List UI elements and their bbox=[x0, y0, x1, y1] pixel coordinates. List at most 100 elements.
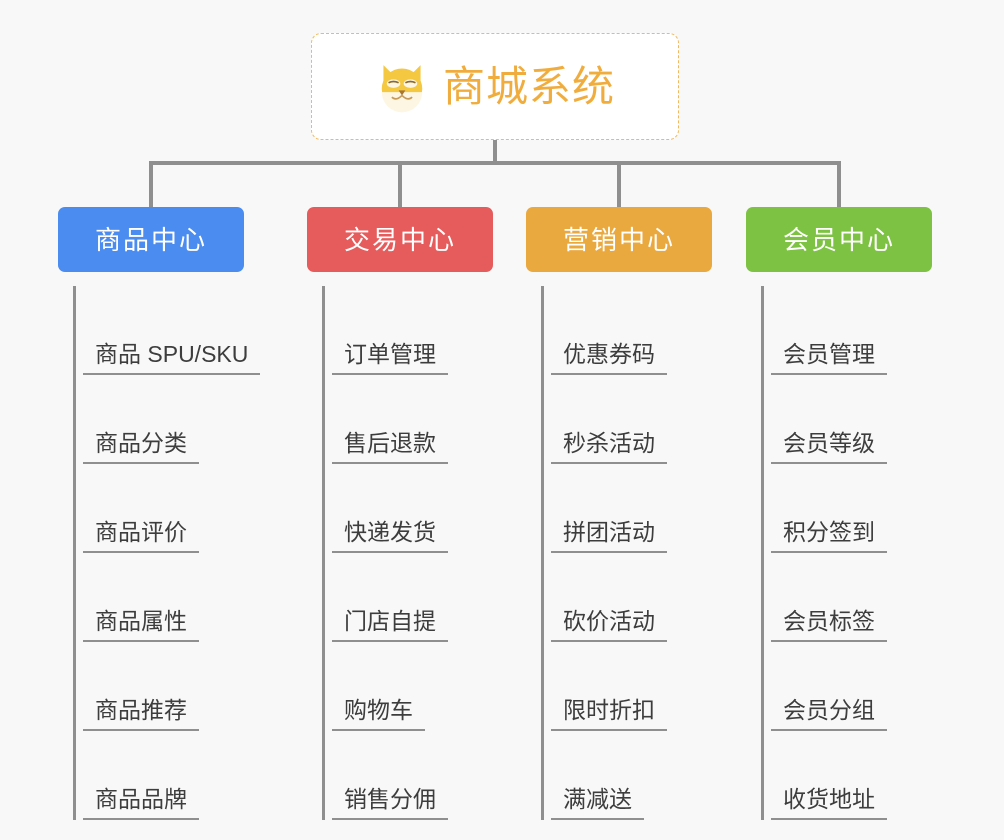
category-box-trade-center[interactable]: 交易中心 bbox=[307, 207, 493, 272]
leaf-item[interactable]: 秒杀活动 bbox=[541, 375, 712, 464]
leaf-underline: 商品推荐 bbox=[83, 696, 199, 731]
column-spine bbox=[73, 286, 76, 820]
leaf-item[interactable]: 会员管理 bbox=[761, 286, 932, 375]
category-label: 商品中心 bbox=[94, 224, 207, 255]
leaf-list-product-center: 商品 SPU/SKU 商品分类商品评价商品属性商品推荐商品品牌 bbox=[58, 286, 261, 820]
root-stem bbox=[493, 140, 497, 165]
column-spine bbox=[761, 286, 764, 820]
branch-drop-product-center bbox=[149, 161, 153, 207]
leaf-label: 商品推荐 bbox=[95, 696, 187, 723]
root-title: 商城系统 bbox=[442, 62, 615, 110]
leaf-item[interactable]: 满减送 bbox=[541, 731, 712, 820]
leaf-item[interactable]: 订单管理 bbox=[322, 286, 493, 375]
leaf-underline: 限时折扣 bbox=[551, 696, 667, 731]
leaf-label: 售后退款 bbox=[344, 429, 436, 456]
leaf-underline: 满减送 bbox=[551, 785, 644, 820]
leaf-label: 限时折扣 bbox=[563, 696, 655, 723]
branch-drop-trade-center bbox=[398, 161, 402, 207]
leaf-underline: 优惠券码 bbox=[551, 340, 667, 375]
leaf-label: 会员等级 bbox=[783, 429, 875, 456]
leaf-label: 拼团活动 bbox=[563, 518, 655, 545]
leaf-item[interactable]: 商品品牌 bbox=[73, 731, 244, 820]
leaf-item[interactable]: 商品 SPU/SKU bbox=[73, 286, 261, 375]
leaf-item[interactable]: 商品推荐 bbox=[73, 642, 244, 731]
leaf-item[interactable]: 销售分佣 bbox=[322, 731, 493, 820]
leaf-item[interactable]: 商品属性 bbox=[73, 553, 244, 642]
leaf-underline: 门店自提 bbox=[332, 607, 448, 642]
leaf-item[interactable]: 门店自提 bbox=[322, 553, 493, 642]
leaf-underline: 商品评价 bbox=[83, 518, 199, 553]
category-label: 会员中心 bbox=[782, 224, 895, 255]
leaf-label: 秒杀活动 bbox=[563, 429, 655, 456]
leaf-underline: 商品品牌 bbox=[83, 785, 199, 820]
leaf-label: 订单管理 bbox=[344, 340, 436, 367]
leaf-underline: 积分签到 bbox=[771, 518, 887, 553]
leaf-underline: 快递发货 bbox=[332, 518, 448, 553]
category-box-marketing-center[interactable]: 营销中心 bbox=[526, 207, 712, 272]
leaf-label: 销售分佣 bbox=[344, 785, 436, 812]
category-label: 营销中心 bbox=[562, 224, 675, 255]
leaf-label: 满减送 bbox=[563, 785, 632, 812]
category-label: 交易中心 bbox=[343, 224, 456, 255]
leaf-label: 会员管理 bbox=[783, 340, 875, 367]
leaf-underline: 商品 SPU/SKU bbox=[83, 340, 261, 375]
leaf-underline: 会员标签 bbox=[771, 607, 887, 642]
branch-drop-marketing-center bbox=[617, 161, 621, 207]
branch-drop-member-center bbox=[837, 161, 841, 207]
column-spine bbox=[541, 286, 544, 820]
leaf-label: 收货地址 bbox=[783, 785, 875, 812]
leaf-item[interactable]: 会员分组 bbox=[761, 642, 932, 731]
leaf-underline: 砍价活动 bbox=[551, 607, 667, 642]
leaf-underline: 秒杀活动 bbox=[551, 429, 667, 464]
column-spine bbox=[322, 286, 325, 820]
leaf-label: 快递发货 bbox=[344, 518, 436, 545]
leaf-label: 积分签到 bbox=[783, 518, 875, 545]
leaf-label: 商品属性 bbox=[95, 607, 187, 634]
leaf-item[interactable]: 商品分类 bbox=[73, 375, 244, 464]
category-box-member-center[interactable]: 会员中心 bbox=[746, 207, 932, 272]
leaf-underline: 会员等级 bbox=[771, 429, 887, 464]
leaf-label: 会员标签 bbox=[783, 607, 875, 634]
leaf-label: 购物车 bbox=[344, 696, 413, 723]
leaf-label: 门店自提 bbox=[344, 607, 436, 634]
leaf-underline: 会员管理 bbox=[771, 340, 887, 375]
leaf-label: 会员分组 bbox=[783, 696, 875, 723]
leaf-label: 优惠券码 bbox=[563, 340, 655, 367]
root-node[interactable]: 商城系统 bbox=[311, 33, 679, 140]
leaf-underline: 销售分佣 bbox=[332, 785, 448, 820]
leaf-underline: 收货地址 bbox=[771, 785, 887, 820]
leaf-item[interactable]: 积分签到 bbox=[761, 464, 932, 553]
leaf-list-trade-center: 订单管理售后退款快递发货门店自提购物车销售分佣 bbox=[307, 286, 493, 820]
leaf-item[interactable]: 购物车 bbox=[322, 642, 493, 731]
shiba-dog-face-icon bbox=[381, 64, 423, 112]
leaf-label: 商品品牌 bbox=[95, 785, 187, 812]
category-box-product-center[interactable]: 商品中心 bbox=[58, 207, 244, 272]
leaf-underline: 订单管理 bbox=[332, 340, 448, 375]
leaf-item[interactable]: 商品评价 bbox=[73, 464, 244, 553]
leaf-item[interactable]: 收货地址 bbox=[761, 731, 932, 820]
leaf-item[interactable]: 砍价活动 bbox=[541, 553, 712, 642]
leaf-label: 商品 SPU/SKU bbox=[95, 340, 249, 367]
leaf-label: 商品评价 bbox=[95, 518, 187, 545]
leaf-label: 砍价活动 bbox=[563, 607, 655, 634]
leaf-underline: 购物车 bbox=[332, 696, 425, 731]
leaf-underline: 商品分类 bbox=[83, 429, 199, 464]
leaf-item[interactable]: 售后退款 bbox=[322, 375, 493, 464]
leaf-item[interactable]: 限时折扣 bbox=[541, 642, 712, 731]
leaf-underline: 拼团活动 bbox=[551, 518, 667, 553]
leaf-item[interactable]: 会员等级 bbox=[761, 375, 932, 464]
leaf-list-member-center: 会员管理会员等级积分签到会员标签会员分组收货地址 bbox=[746, 286, 932, 820]
leaf-item[interactable]: 快递发货 bbox=[322, 464, 493, 553]
leaf-underline: 售后退款 bbox=[332, 429, 448, 464]
leaf-item[interactable]: 优惠券码 bbox=[541, 286, 712, 375]
column-product-center: 商品中心商品 SPU/SKU 商品分类商品评价商品属性商品推荐商品品牌 bbox=[58, 207, 261, 820]
leaf-label: 商品分类 bbox=[95, 429, 187, 456]
leaf-underline: 商品属性 bbox=[83, 607, 199, 642]
horizontal-bus bbox=[149, 161, 841, 165]
column-marketing-center: 营销中心优惠券码秒杀活动拼团活动砍价活动限时折扣满减送 bbox=[526, 207, 712, 820]
column-trade-center: 交易中心订单管理售后退款快递发货门店自提购物车销售分佣 bbox=[307, 207, 493, 820]
leaf-item[interactable]: 拼团活动 bbox=[541, 464, 712, 553]
column-member-center: 会员中心会员管理会员等级积分签到会员标签会员分组收货地址 bbox=[746, 207, 932, 820]
leaf-item[interactable]: 会员标签 bbox=[761, 553, 932, 642]
